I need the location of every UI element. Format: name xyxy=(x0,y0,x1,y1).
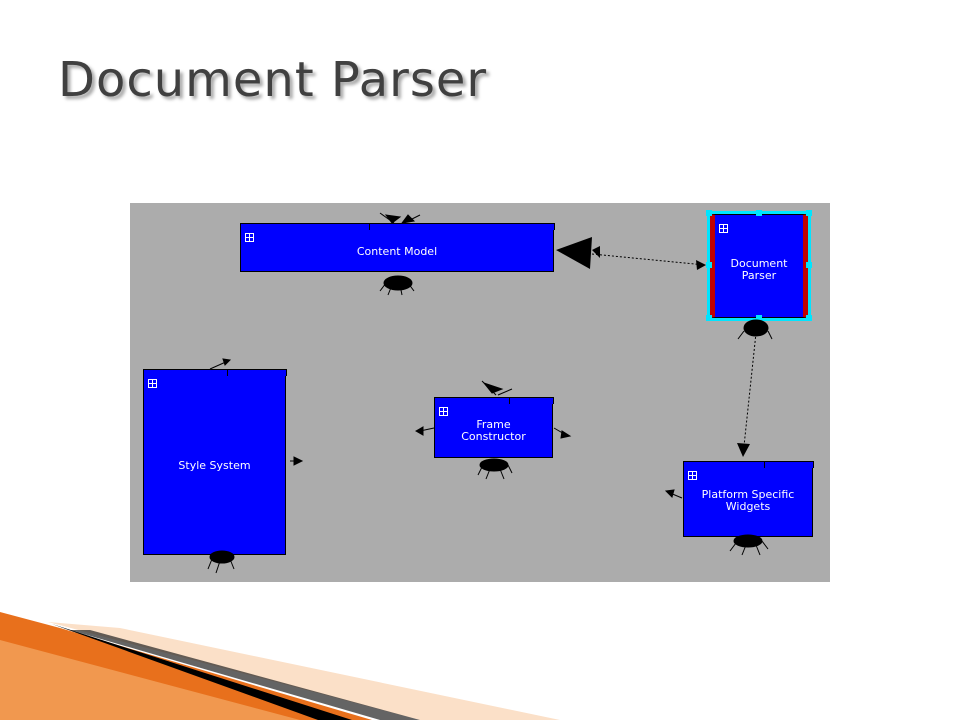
package-content-model[interactable]: Content Model xyxy=(240,223,555,272)
small-arrow xyxy=(664,489,683,499)
package-tab xyxy=(764,461,814,468)
diagram-canvas: Content Model Document Parser Style Syst… xyxy=(130,203,830,582)
resize-handle[interactable] xyxy=(756,315,762,321)
resize-handle[interactable] xyxy=(756,210,762,216)
arrow-cluster xyxy=(737,319,773,340)
dependency-line xyxy=(591,253,706,266)
dependency-lines xyxy=(207,212,773,574)
small-arrow xyxy=(414,426,435,436)
arrow-cluster xyxy=(477,458,513,480)
small-arrow xyxy=(553,427,572,439)
arrow-cluster xyxy=(379,212,421,224)
expand-icon[interactable] xyxy=(719,224,728,233)
package-label: Document Parser xyxy=(730,257,788,282)
dependency-arrowhead xyxy=(696,260,706,270)
expand-icon[interactable] xyxy=(148,379,157,388)
resize-handle[interactable] xyxy=(806,315,812,321)
dependency-arrowhead xyxy=(556,237,592,269)
package-label: Frame Constructor xyxy=(461,418,526,443)
package-label: Style System xyxy=(178,459,251,472)
slide-title: Document Parser xyxy=(58,52,488,108)
small-arrow xyxy=(290,456,304,466)
resize-handle[interactable] xyxy=(706,315,712,321)
package-tab xyxy=(227,369,287,376)
resize-handle[interactable] xyxy=(706,262,712,268)
package-style-system[interactable]: Style System xyxy=(143,369,287,555)
arrow-cluster xyxy=(481,380,513,396)
expand-icon[interactable] xyxy=(688,471,697,480)
dependency-arrowhead xyxy=(737,443,750,457)
package-frame-constructor[interactable]: Frame Constructor xyxy=(434,397,554,458)
dependency-arrowhead xyxy=(592,246,600,258)
package-tab xyxy=(369,223,555,230)
resize-handle[interactable] xyxy=(806,210,812,216)
arrow-cluster xyxy=(379,275,415,296)
package-tab xyxy=(509,397,554,404)
arrow-cluster xyxy=(207,550,235,574)
arrow-cluster xyxy=(729,534,769,556)
expand-icon[interactable] xyxy=(439,407,448,416)
resize-handle[interactable] xyxy=(706,210,712,216)
dependency-line xyxy=(743,332,757,447)
package-platform-widgets[interactable]: Platform Specific Widgets xyxy=(683,461,814,537)
small-arrow xyxy=(209,358,232,370)
package-label: Platform Specific Widgets xyxy=(701,488,795,513)
package-label: Content Model xyxy=(356,245,438,258)
expand-icon[interactable] xyxy=(245,233,254,242)
resize-handle[interactable] xyxy=(806,262,812,268)
package-document-parser[interactable]: Document Parser xyxy=(710,214,808,318)
